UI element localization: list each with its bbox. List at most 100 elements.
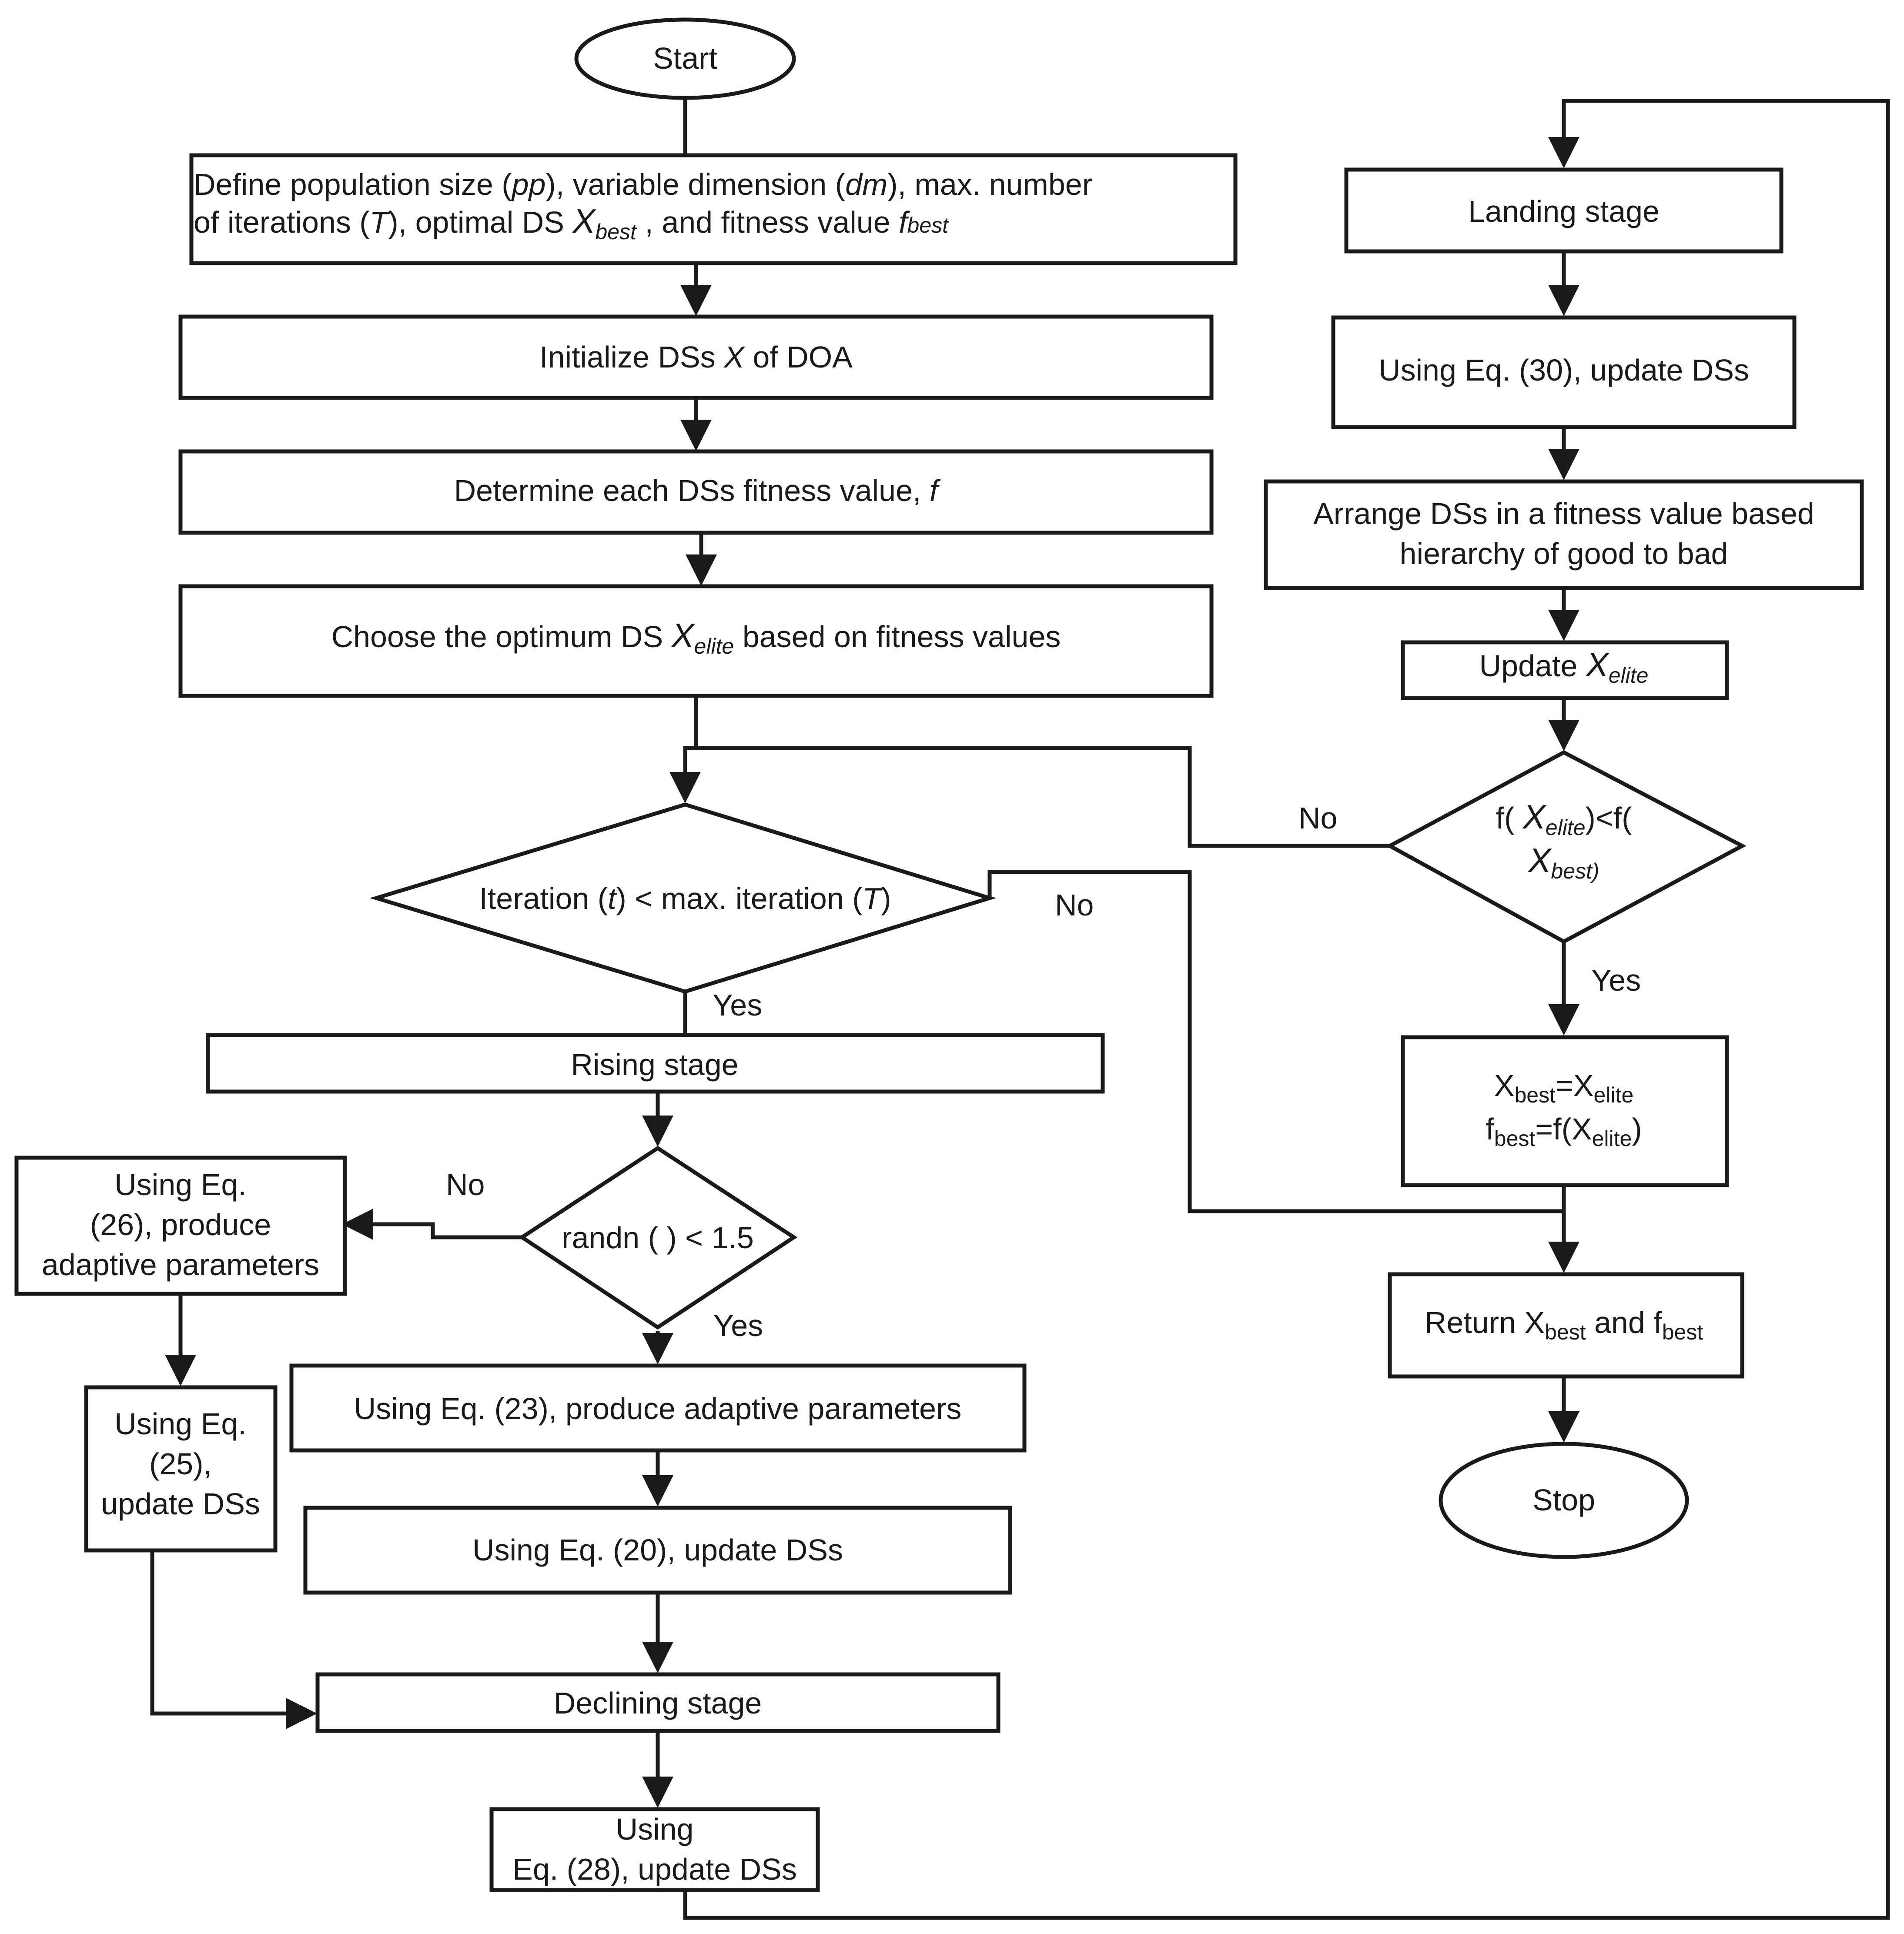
- node-fitness: Determine each DSs fitness value, f: [178, 449, 1214, 535]
- stop-terminal: [1439, 1442, 1689, 1559]
- compare-X: X: [1527, 841, 1552, 879]
- compare-line2: Xbest): [1527, 841, 1599, 883]
- arrow-eq25-to-declining: [150, 1550, 317, 1729]
- assign-line1: Xbest=Xelite: [1494, 1069, 1634, 1107]
- node-choose: Choose the optimum DS Xelite based on fi…: [178, 584, 1214, 698]
- choose-text: based on fitness values: [734, 620, 1061, 654]
- define-X-sub: best: [595, 220, 637, 244]
- eq28-box: [489, 1807, 820, 1892]
- node-eq28: Using Eq. (28), update DSs: [489, 1807, 820, 1892]
- node-update-elite: Update Xelite: [1401, 640, 1729, 700]
- update-elite-X: X: [1585, 645, 1610, 684]
- update-elite-X-sub: elite: [1609, 663, 1649, 688]
- init-text: Initialize DSs: [539, 340, 724, 374]
- assign-line2: fbest=f(Xelite): [1486, 1112, 1642, 1151]
- assign-text: =f(X: [1535, 1112, 1592, 1146]
- randn-label: randn ( ) < 1.5: [562, 1221, 754, 1255]
- init-text: of DOA: [744, 340, 853, 374]
- node-return: Return Xbest and fbest: [1388, 1272, 1744, 1379]
- arrow-choose-to-iteration: [669, 696, 701, 803]
- return-sub: best: [1545, 1320, 1586, 1344]
- eq30-box: [1331, 315, 1797, 429]
- init-X: X: [723, 340, 745, 374]
- init-box: [178, 314, 1214, 400]
- define-text: Define population size (: [194, 167, 512, 201]
- compare-yes-label: Yes: [1591, 963, 1641, 997]
- node-compare: f( Xelite)<f( Xbest): [1385, 750, 1747, 944]
- eq20-box: [303, 1506, 1012, 1595]
- eq25-line1: Using Eq.: [114, 1407, 246, 1441]
- define-X: X: [572, 202, 596, 240]
- eq26-line3: adaptive parameters: [42, 1248, 319, 1282]
- node-landing: Landing stage: [1344, 167, 1784, 254]
- node-declining: Declining stage: [315, 1672, 1001, 1733]
- start-label: Start: [653, 41, 717, 75]
- arrow-iteration-no-to-return: [987, 870, 1564, 1213]
- arrow-eq28-to-landing: [683, 99, 1890, 1920]
- node-assign: Xbest=Xelite fbest=f(Xelite): [1401, 1035, 1729, 1187]
- assign-text: =X: [1556, 1069, 1594, 1102]
- define-pp: pp: [511, 167, 546, 201]
- landing-label: Landing stage: [1468, 194, 1660, 228]
- compare-no-label: No: [1298, 801, 1337, 835]
- assign-sub: elite: [1592, 1126, 1632, 1151]
- node-stop: Stop: [1439, 1442, 1689, 1559]
- eq26-box: [14, 1156, 347, 1296]
- eq26-line1: Using Eq.: [114, 1168, 246, 1202]
- assign-sub: elite: [1594, 1083, 1634, 1107]
- node-randn: randn ( ) < 1.5: [518, 1146, 798, 1330]
- landing-box: [1344, 167, 1784, 254]
- return-sub: best: [1662, 1320, 1703, 1344]
- node-init: Initialize DSs X of DOA: [178, 314, 1214, 400]
- iteration-decision: [369, 802, 997, 994]
- eq28-line2: Eq. (28), update DSs: [512, 1852, 797, 1886]
- define-text: ), optimal DS: [388, 205, 572, 239]
- eq25-line3: update DSs: [101, 1487, 260, 1521]
- declining-box: [315, 1672, 1001, 1733]
- iteration-no-label: No: [1055, 888, 1094, 922]
- eq23-box: [289, 1363, 1027, 1453]
- node-eq30: Using Eq. (30), update DSs: [1331, 315, 1797, 429]
- compare-X-sub: best): [1551, 859, 1599, 883]
- define-text: of iterations (: [194, 205, 370, 239]
- iteration-T: T: [863, 882, 883, 915]
- define-box: [189, 153, 1238, 265]
- iteration-yes-label: Yes: [713, 988, 762, 1022]
- iteration-text: ): [881, 882, 891, 915]
- arrange-line1: Arrange DSs in a fitness value based: [1313, 497, 1814, 531]
- eq25-line2: (25),: [149, 1447, 212, 1481]
- eq20-label: Using Eq. (20), update DSs: [472, 1533, 843, 1567]
- node-eq25: Using Eq. (25), update DSs: [84, 1385, 278, 1553]
- update-elite-text: Update: [1479, 649, 1586, 683]
- compare-text: f(: [1496, 801, 1523, 835]
- node-arrange: Arrange DSs in a fitness value based hie…: [1264, 479, 1864, 590]
- node-iteration: Iteration (t) < max. iteration (T): [369, 802, 997, 994]
- randn-decision: [518, 1146, 798, 1330]
- update-elite-label: Update Xelite: [1479, 645, 1649, 688]
- declining-label: Declining stage: [554, 1686, 762, 1720]
- eq23-label: Using Eq. (23), produce adaptive paramet…: [354, 1392, 962, 1426]
- arrow-compare-no-to-iteration: [696, 746, 1390, 848]
- compare-text: )<f(: [1586, 801, 1632, 835]
- edge-labels: Yes No No Yes No Yes: [446, 801, 1641, 1343]
- eq26-line2: (26), produce: [90, 1208, 271, 1242]
- assign-text: X: [1494, 1069, 1515, 1102]
- choose-label: Choose the optimum DS Xelite based on fi…: [331, 616, 1061, 658]
- rising-box: [206, 1033, 1105, 1094]
- define-T: T: [370, 205, 390, 239]
- fitness-text: Determine each DSs fitness value,: [454, 474, 930, 508]
- connectors: [150, 98, 1890, 1920]
- randn-no-label: No: [446, 1168, 485, 1202]
- node-eq26: Using Eq. (26), produce adaptive paramet…: [14, 1156, 347, 1296]
- randn-yes-label: Yes: [713, 1309, 763, 1343]
- start-terminal: [574, 17, 796, 100]
- stop-label: Stop: [1533, 1483, 1595, 1517]
- define-text: ), variable dimension (: [545, 167, 845, 201]
- node-start: Start: [574, 17, 796, 100]
- choose-X-sub: elite: [694, 634, 734, 658]
- compare-line1: f( Xelite)<f(: [1496, 798, 1632, 840]
- eq30-label: Using Eq. (30), update DSs: [1379, 353, 1749, 387]
- define-dm: dm: [845, 167, 887, 201]
- define-text: , and fitness value: [636, 205, 899, 239]
